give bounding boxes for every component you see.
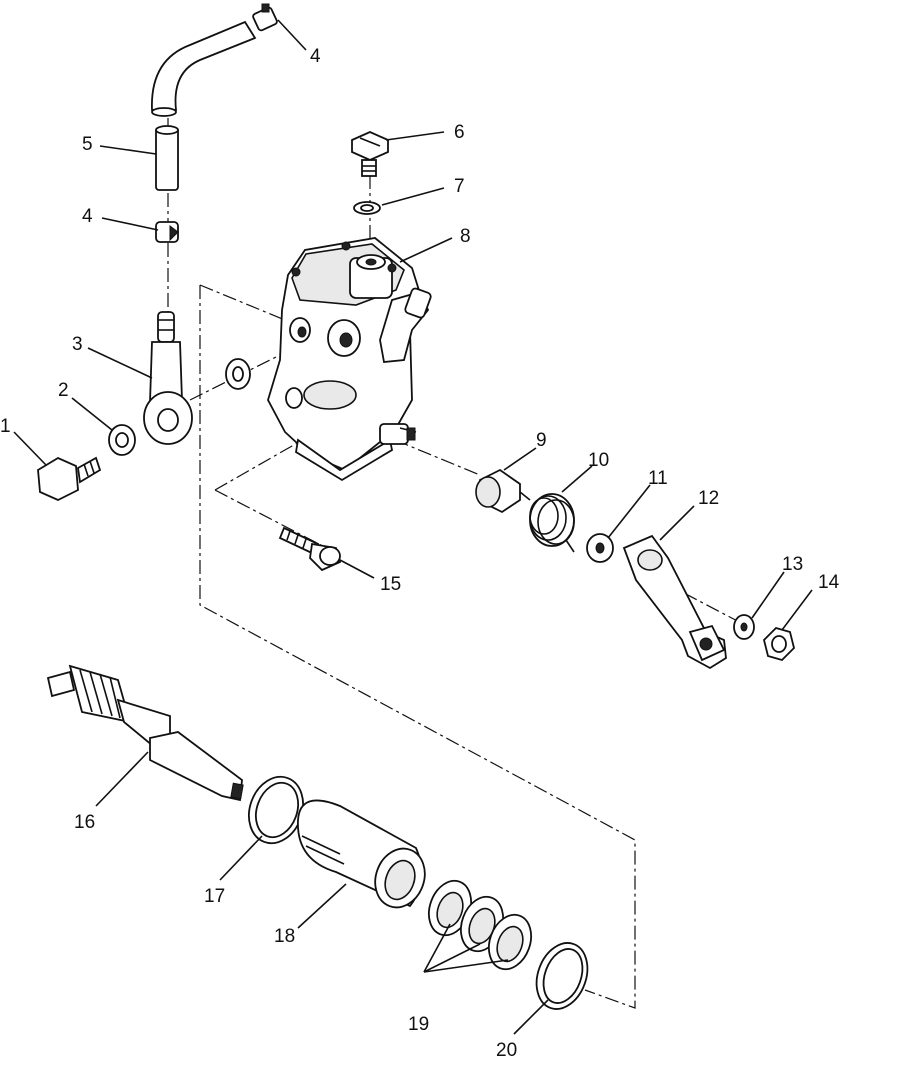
assembly-line-shaft <box>394 439 481 476</box>
callout-2: 2 <box>58 380 69 401</box>
sealing-washer <box>108 424 136 456</box>
callout-10: 10 <box>588 450 609 471</box>
thrust-washer-hole <box>595 542 605 554</box>
callout-20: 20 <box>496 1040 517 1061</box>
callout-14: 14 <box>818 572 840 593</box>
callout-8: 8 <box>460 226 471 247</box>
callout-1: 1 <box>0 416 11 437</box>
adjust-screw <box>278 526 342 572</box>
callout-7: 7 <box>454 176 465 197</box>
callout-18: 18 <box>274 926 295 947</box>
assembly-line-top <box>199 284 286 321</box>
drive-gear-shaft <box>46 664 244 802</box>
callout-4-lower: 4 <box>82 206 93 227</box>
hose-clamp-top <box>252 3 278 32</box>
callout-15: 15 <box>380 574 401 595</box>
callout-16: 16 <box>74 812 95 833</box>
snap-ring <box>248 775 304 845</box>
straight-tube <box>155 125 179 191</box>
sealing-washer-upper <box>225 358 251 390</box>
assembly-line-screw <box>214 489 341 556</box>
small-washer-hole <box>360 204 374 212</box>
leader-lines <box>13 19 813 1035</box>
retaining-ring <box>535 942 589 1010</box>
callout-19: 19 <box>408 1014 429 1035</box>
callout-4-top: 4 <box>310 46 321 67</box>
return-spring <box>519 491 575 553</box>
callout-3: 3 <box>72 334 83 355</box>
banjo-fitting <box>143 311 193 445</box>
hex-nut <box>763 626 795 662</box>
callout-9: 9 <box>536 430 547 451</box>
control-bushing <box>475 468 521 514</box>
assembly-frame-line <box>199 285 636 1009</box>
callout-labels: 1 2 3 4 4 5 6 7 8 9 10 11 12 13 14 15 16… <box>0 46 840 1061</box>
callout-5: 5 <box>82 134 93 155</box>
callout-12: 12 <box>698 488 719 509</box>
pump-sleeve <box>297 799 426 909</box>
top-bolt <box>351 131 389 177</box>
shim-washers <box>428 879 532 971</box>
hose-clamp-lower <box>155 221 179 243</box>
callout-13: 13 <box>782 554 803 575</box>
control-lever <box>622 534 727 670</box>
callout-17: 17 <box>204 886 225 907</box>
bent-hose <box>151 20 257 117</box>
oil-pump-body <box>267 237 432 482</box>
lock-washer-hole <box>740 622 748 632</box>
callout-6: 6 <box>454 122 465 143</box>
callout-11: 11 <box>648 468 668 489</box>
banjo-bolt <box>37 456 102 501</box>
